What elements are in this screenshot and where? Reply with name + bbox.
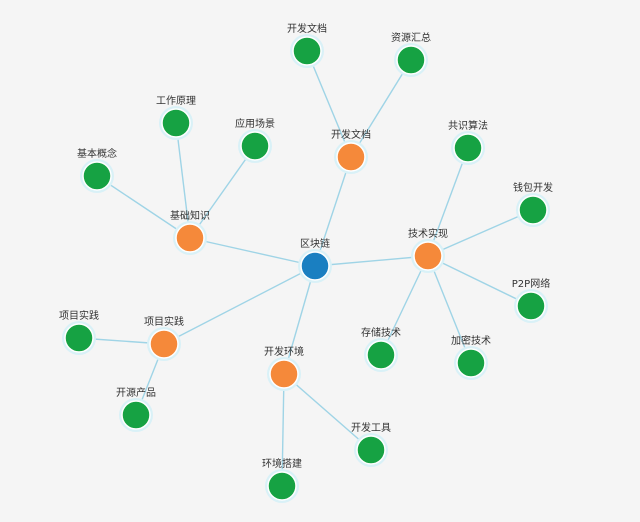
node-consensus[interactable]: 共识算法	[448, 119, 488, 165]
node-principle[interactable]: 工作原理	[156, 95, 196, 140]
node-scenarios[interactable]: 应用场景	[235, 117, 275, 163]
link-devdocs-resources	[350, 59, 412, 158]
node-label: 环境搭建	[262, 457, 302, 470]
node-circle-leaf[interactable]	[121, 400, 151, 430]
node-storage[interactable]: 存储技术	[361, 326, 401, 372]
node-label: 开源产品	[116, 386, 156, 399]
node-circle-leaf[interactable]	[518, 195, 548, 225]
node-label: 基础知识	[170, 209, 210, 222]
node-circle-category[interactable]	[149, 329, 179, 359]
node-circle-leaf[interactable]	[64, 323, 94, 353]
node-tech[interactable]: 技术实现	[408, 227, 448, 273]
node-label: P2P网络	[512, 277, 550, 290]
node-circle-root[interactable]	[300, 251, 330, 281]
node-concepts[interactable]: 基本概念	[77, 147, 117, 193]
node-label: 钱包开发	[513, 181, 553, 194]
nodes-layer: 区块链基础知识开发文档技术实现项目实践开发环境基本概念工作原理应用场景开发文档资…	[59, 22, 553, 503]
link-root-practice	[163, 265, 316, 345]
node-circle-category[interactable]	[175, 223, 205, 253]
node-devdocs[interactable]: 开发文档	[331, 128, 371, 174]
node-root[interactable]: 区块链	[298, 237, 332, 283]
node-circle-leaf[interactable]	[267, 471, 297, 501]
node-label: 工作原理	[156, 95, 196, 107]
node-setup[interactable]: 环境搭建	[262, 457, 302, 503]
node-circle-leaf[interactable]	[396, 45, 426, 75]
link-tech-crypto	[427, 255, 472, 364]
node-circle-leaf[interactable]	[82, 161, 112, 191]
node-circle-leaf[interactable]	[456, 348, 486, 378]
node-projects[interactable]: 项目实践	[59, 309, 99, 355]
link-basics-scenarios	[189, 145, 256, 239]
node-resources[interactable]: 资源汇总	[391, 31, 431, 77]
node-circle-leaf[interactable]	[292, 36, 322, 66]
links-layer	[78, 50, 534, 487]
node-label: 共识算法	[448, 119, 488, 132]
node-label: 项目实践	[59, 309, 99, 322]
node-label: 开发环境	[264, 345, 304, 358]
link-basics-concepts	[96, 175, 191, 239]
node-circle-category[interactable]	[336, 142, 366, 172]
node-label: 资源汇总	[391, 31, 431, 44]
node-devdocs_leaf[interactable]: 开发文档	[287, 22, 327, 68]
node-circle-leaf[interactable]	[366, 340, 396, 370]
node-circle-leaf[interactable]	[240, 131, 270, 161]
node-label: 开发工具	[351, 421, 391, 434]
node-p2p[interactable]: P2P网络	[512, 277, 550, 323]
link-tech-consensus	[427, 147, 469, 257]
link-tech-wallet	[427, 209, 534, 257]
node-practice[interactable]: 项目实践	[144, 315, 184, 361]
link-devenv-tools	[283, 373, 372, 451]
node-wallet[interactable]: 钱包开发	[513, 181, 553, 227]
link-tech-storage	[380, 255, 429, 356]
node-circle-leaf[interactable]	[161, 108, 191, 138]
node-label: 应用场景	[235, 117, 275, 130]
node-circle-leaf[interactable]	[356, 435, 386, 465]
link-root-basics	[189, 237, 316, 267]
node-label: 项目实践	[144, 315, 184, 328]
node-label: 存储技术	[361, 326, 401, 339]
node-basics[interactable]: 基础知识	[170, 209, 210, 255]
link-root-devdocs	[314, 156, 352, 267]
link-devdocs-devdocs_leaf	[306, 50, 352, 158]
node-label: 基本概念	[77, 147, 117, 160]
link-tech-p2p	[427, 255, 532, 307]
node-circle-leaf[interactable]	[453, 133, 483, 163]
node-devenv[interactable]: 开发环境	[264, 345, 304, 391]
node-label: 区块链	[300, 237, 330, 250]
node-label: 加密技术	[451, 334, 491, 347]
link-devenv-setup	[281, 373, 285, 487]
node-tools[interactable]: 开发工具	[351, 421, 391, 467]
node-circle-category[interactable]	[269, 359, 299, 389]
node-circle-leaf[interactable]	[516, 291, 546, 321]
node-label: 技术实现	[408, 227, 448, 240]
node-label: 开发文档	[331, 128, 371, 141]
node-crypto[interactable]: 加密技术	[451, 334, 491, 380]
node-label: 开发文档	[287, 22, 327, 35]
link-basics-principle	[175, 122, 191, 239]
link-root-tech	[314, 255, 429, 267]
link-root-devenv	[283, 265, 316, 375]
node-opensource[interactable]: 开源产品	[116, 386, 156, 432]
node-circle-category[interactable]	[413, 241, 443, 271]
